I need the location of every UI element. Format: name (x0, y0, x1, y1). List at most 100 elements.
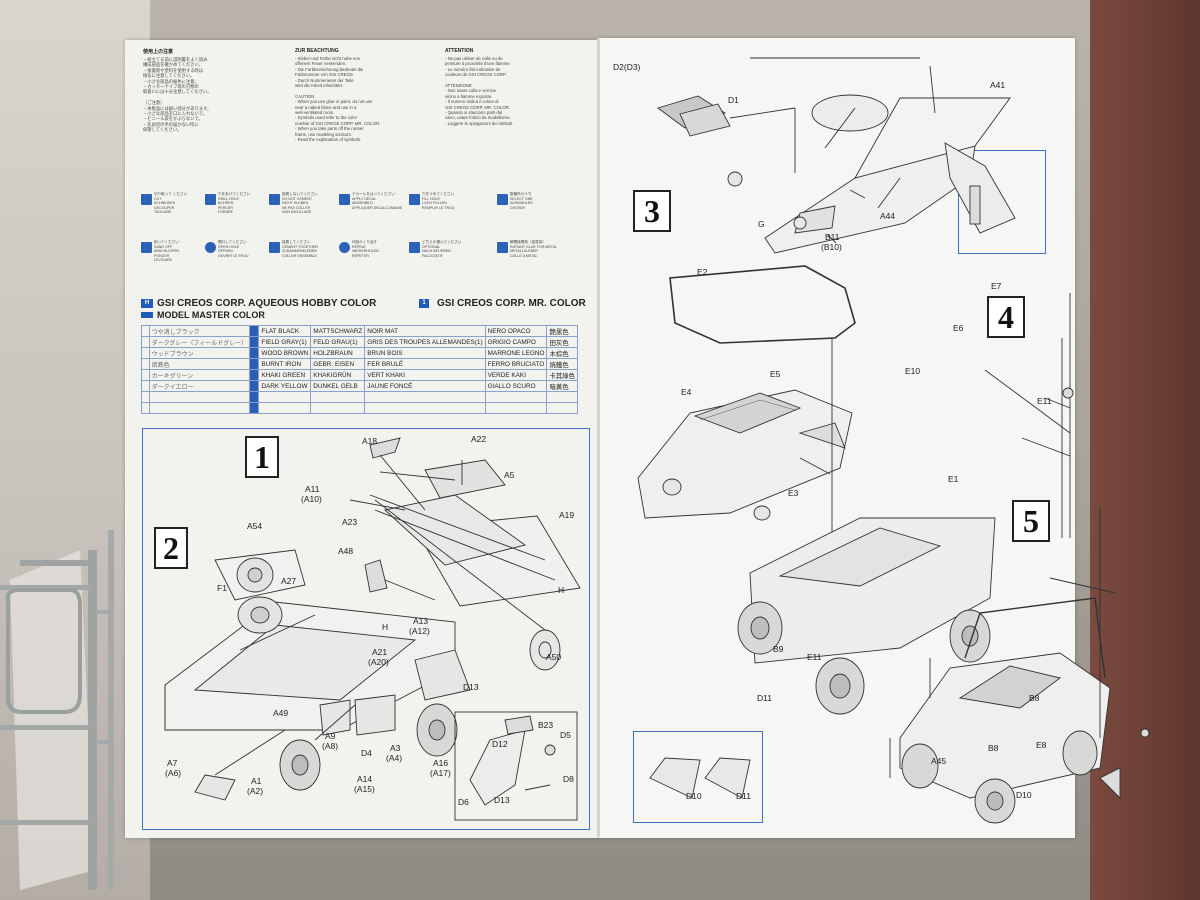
symbol-optional: どちらか選んでください OPTIONAL NACH BELIEBEN FACUL… (409, 240, 477, 282)
color-cell-it (484, 402, 548, 414)
wooden-background (1090, 0, 1200, 900)
symbol-legend: 切り取って ください CUT SCHNEIDEN DECOUPER TAGLIA… (141, 192, 586, 302)
label-a8: (A8) (322, 741, 339, 751)
japanese-caution: 使用上の注意 ・組立てる前に説明書をよく読み 構成部品を確かめてください。 ・接… (143, 49, 212, 133)
label-a12: (A12) (409, 626, 430, 636)
hull-assembly-drawing (637, 57, 1150, 824)
aqueous-color-badge: H (141, 299, 153, 308)
model-master-title: MODEL MASTER COLOR (157, 310, 265, 320)
label-a22: A22 (471, 434, 487, 444)
symbol-decal: デカールをはってください APPLY DECAL ABZIEHBILD APPL… (339, 192, 407, 234)
plastic-sprue (0, 530, 114, 890)
label-b8b: B8 (988, 743, 999, 753)
metal-glue-icon (497, 242, 508, 253)
label-f1: F1 (217, 583, 227, 593)
label-d10b: D10 (686, 791, 702, 801)
color-cell-jp2 (546, 402, 578, 414)
label-a16: A16 (433, 758, 449, 768)
symbol-open-hole: 開口してください OPEN HOLE ÖFFNEN OUVRIR LE TROU (205, 240, 273, 282)
drill-icon (205, 194, 216, 205)
label-a54: A54 (247, 521, 263, 531)
steps-1-2-frame (142, 428, 590, 830)
fill-hole-icon (409, 194, 420, 205)
label-e8: E8 (1036, 740, 1047, 750)
instruction-booklet: 使用上の注意 ・組立てる前に説明書をよく読み 構成部品を確かめてください。 ・接… (125, 38, 1150, 838)
label-a18: A18 (362, 436, 378, 446)
label-a49: A49 (273, 708, 289, 718)
label-b23: B23 (538, 720, 554, 730)
no-glue-icon (269, 194, 280, 205)
label-a48: A48 (338, 546, 354, 556)
label-h2: H (382, 622, 389, 632)
label-a3: A3 (390, 743, 401, 753)
cut-icon (141, 194, 152, 205)
symbol-drill: 穴をあけてください DRILL HOLE BOHREN PERCER FORAR… (205, 192, 273, 234)
label-a45: A45 (931, 756, 947, 766)
decal-icon (339, 194, 350, 205)
label-a7: A7 (167, 758, 178, 768)
label-e4: E4 (681, 387, 692, 397)
label-d8: D8 (563, 774, 574, 784)
label-a50: A50 (546, 652, 562, 662)
label-a41: A41 (990, 80, 1006, 90)
symbol-fill-hole: 穴をうめてください FILL HOLE LOCH FÜLLEN REMPLIR … (409, 192, 477, 234)
label-a21: A21 (372, 647, 388, 657)
label-b8a: B8 (1029, 693, 1040, 703)
label-e10: E10 (905, 366, 921, 376)
label-a15: (A15) (354, 784, 375, 794)
aqueous-color-title: GSI CREOS CORP. AQUEOUS HOBBY COLOR (157, 298, 377, 309)
optional-icon (409, 242, 420, 253)
symbol-select: 数箇所のうち SELECT ONE AUSWÄHLEN CHOISIR (497, 192, 565, 234)
color-table-header: H GSI CREOS CORP. AQUEOUS HOBBY COLOR 1 … (141, 298, 586, 320)
step-5-detail-frame (633, 731, 763, 823)
step-1-number: 1 (245, 436, 279, 478)
label-a19: A19 (559, 510, 575, 520)
chassis-assembly-drawing (164, 437, 581, 821)
label-a14: A14 (357, 774, 373, 784)
label-a11: A11 (305, 484, 320, 494)
mr-color-badge: 1 (419, 299, 429, 308)
label-e7: E7 (991, 281, 1002, 291)
color-cell-jp2: 艶黒色 (546, 325, 578, 337)
symbol-sand: 削ってください SAND OFF ABSCHLEIFEN PONCER LEVI… (141, 240, 209, 282)
symbol-repeat: 何回かくり返す REPEAT WIEDERHOLEN REPETER (339, 240, 407, 282)
repeat-icon (339, 242, 350, 253)
symbol-cut: 切り取って ください CUT SCHNEIDEN DECOUPER TAGLIA… (141, 192, 209, 234)
alternative-icon (497, 194, 508, 205)
label-a9: A9 (325, 731, 336, 741)
french-italian-caution: ATTENTION - Ne pas utiliser de colle ou … (445, 48, 514, 126)
label-a6: (A6) (165, 768, 182, 778)
label-a5: A5 (504, 470, 515, 480)
label-b11: B11 (825, 232, 840, 242)
label-a27: A27 (281, 576, 297, 586)
left-page: 使用上の注意 ・組立てる前に説明書をよく読み 構成部品を確かめてください。 ・接… (125, 40, 600, 838)
german-english-caution: ZUR BEACHTUNG - Kleber und Farbe nicht n… (295, 48, 381, 143)
label-d5: D5 (560, 730, 571, 740)
label-h1: H (558, 585, 565, 595)
label-e5: E5 (770, 369, 781, 379)
label-d1: D1 (728, 95, 739, 105)
label-g1: G (758, 219, 765, 229)
label-a20: (A20) (368, 657, 389, 667)
label-e2: E2 (697, 267, 708, 277)
label-e11b: E11 (807, 652, 822, 662)
label-d2: D2(D3) (613, 62, 641, 72)
step-2-number: 2 (154, 527, 188, 569)
label-d11b: D11 (736, 791, 751, 801)
open-hole-icon (205, 242, 216, 253)
label-b9: B9 (773, 644, 784, 654)
label-d4: D4 (361, 748, 372, 758)
symbol-metal-glue: 瞬間接着剤（金属用） INSTANT GLUE FOR METAL METALL… (497, 240, 565, 282)
label-a1: A1 (251, 776, 262, 786)
label-d12: D12 (492, 739, 508, 749)
label-a23: A23 (342, 517, 358, 527)
label-a2: (A2) (247, 786, 264, 796)
mr-color-title: GSI CREOS CORP. MR. COLOR (437, 298, 586, 309)
color-row (141, 391, 578, 403)
label-a44: A44 (880, 211, 896, 221)
right-page: 3 4 5 (600, 38, 1150, 838)
label-a4: (A4) (386, 753, 403, 763)
